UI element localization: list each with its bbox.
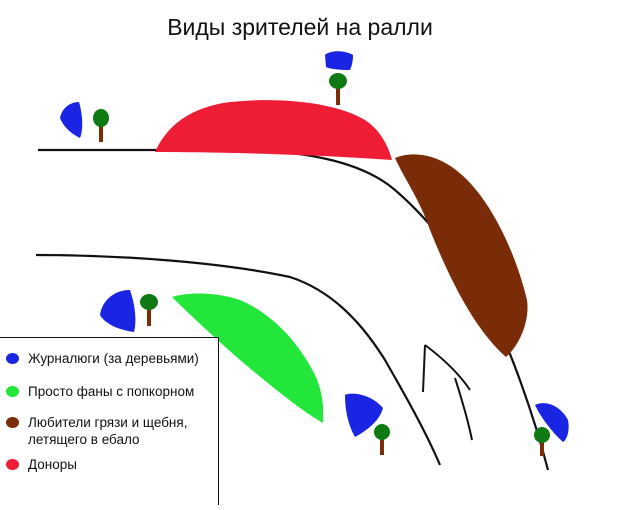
legend-swatch (6, 417, 19, 428)
journalist-blob-2 (325, 51, 353, 70)
legend: Журналюги (за деревьями) Просто фаны с п… (0, 337, 219, 505)
legend-label: Просто фаны с попкорном (28, 384, 195, 399)
road-inner-edge (35, 253, 442, 466)
legend-item-journalists: Журналюги (за деревьями) (6, 350, 199, 367)
tree-icon (140, 294, 158, 326)
journalist-blob-1 (60, 102, 83, 138)
journalist-blob-5 (535, 403, 569, 442)
fans-zone (172, 293, 324, 423)
legend-item-fans: Просто фаны с попкорном (6, 383, 194, 400)
tree-icon (93, 109, 109, 142)
legend-swatch (6, 459, 19, 470)
legend-label: Журналюги (за деревьями) (28, 351, 199, 366)
legend-item-donors: Доноры (6, 456, 77, 473)
journalist-blob-4 (345, 393, 383, 437)
legend-label: Доноры (28, 457, 77, 472)
legend-label: Любители грязи и щебня, летящего в ебало (28, 415, 188, 447)
tree-icon (329, 73, 347, 105)
tree-icon (534, 427, 550, 456)
legend-swatch (6, 386, 19, 397)
page-title: Виды зрителей на ралли (167, 14, 433, 40)
direction-arrow (422, 344, 473, 441)
journalist-blob-3 (100, 290, 136, 332)
dirt-lovers-zone (395, 154, 528, 357)
donors-zone (155, 100, 392, 160)
legend-swatch (6, 353, 19, 364)
tree-icon (374, 424, 390, 455)
legend-item-dirt-lovers: Любители грязи и щебня, летящего в ебало (6, 414, 187, 448)
